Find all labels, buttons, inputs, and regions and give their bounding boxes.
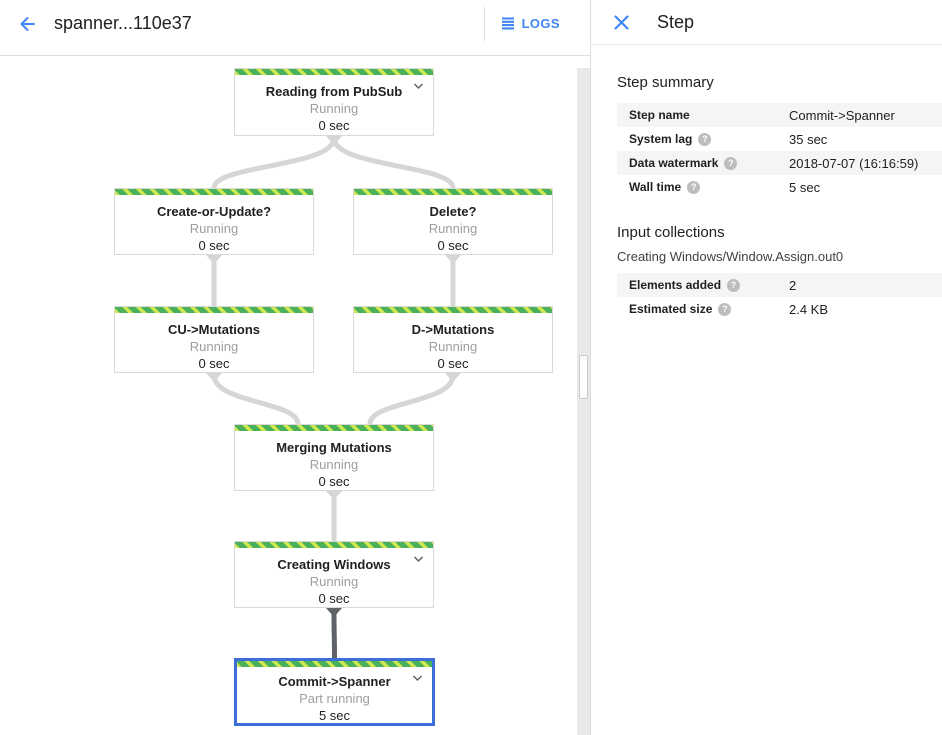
- chevron-down-icon[interactable]: [412, 675, 423, 682]
- graph-node-create-or-update[interactable]: Create-or-Update? Running 0 sec: [114, 188, 314, 255]
- node-status: Running: [309, 457, 359, 472]
- row-value: 2.4 KB: [789, 301, 829, 317]
- node-status: Running: [309, 574, 359, 589]
- edge-arrowhead: [206, 373, 222, 382]
- edge-reading-from-pubsub-to-create-or-update: [211, 135, 337, 191]
- row-label: Elements added: [629, 278, 722, 292]
- edge-arrowhead: [206, 255, 222, 264]
- node-time: 0 sec: [198, 238, 230, 253]
- running-progress-stripe: [354, 189, 552, 195]
- node-status: Running: [428, 339, 478, 354]
- node-status: Running: [428, 221, 478, 236]
- node-title: Reading from PubSub: [265, 84, 403, 99]
- node-time: 0 sec: [437, 238, 469, 253]
- help-icon[interactable]: ?: [687, 180, 701, 194]
- job-title: spanner...110e37: [54, 13, 192, 33]
- node-title: Create-or-Update?: [156, 204, 272, 219]
- node-time: 5 sec: [318, 708, 351, 723]
- running-progress-stripe: [115, 307, 313, 313]
- back-button[interactable]: [14, 11, 40, 37]
- panel-title: Step: [657, 11, 695, 32]
- node-time: 0 sec: [318, 474, 350, 489]
- node-title: Creating Windows: [277, 557, 391, 572]
- running-progress-stripe: [354, 307, 552, 313]
- arrow-back-icon: [20, 16, 35, 31]
- node-title: CU->Mutations: [167, 322, 261, 337]
- job-header: spanner...110e37 LOGS: [0, 0, 590, 56]
- running-progress-stripe: [115, 189, 313, 195]
- edge-arrowhead: [445, 373, 461, 382]
- edge-reading-from-pubsub-to-delete: [331, 135, 456, 191]
- node-title: Delete?: [429, 204, 477, 219]
- running-progress-stripe: [235, 69, 433, 75]
- step-panel-header: Step: [591, 0, 942, 45]
- running-progress-stripe: [235, 542, 433, 548]
- node-title: Merging Mutations: [276, 440, 392, 455]
- graph-node-delete[interactable]: Delete? Running 0 sec: [353, 188, 553, 255]
- row-value: 2018-07-07 (16:16:59): [789, 155, 919, 171]
- row-value: 35 sec: [789, 131, 828, 147]
- node-status: Part running: [299, 691, 370, 706]
- pane-resizer[interactable]: [577, 68, 590, 735]
- running-progress-stripe: [237, 661, 432, 667]
- node-time: 0 sec: [198, 356, 230, 371]
- table-row: Wall time? 5 sec: [617, 175, 942, 199]
- node-time: 0 sec: [318, 591, 350, 606]
- close-button[interactable]: [611, 12, 631, 32]
- row-label: Step name: [629, 108, 690, 122]
- row-label: Data watermark: [629, 156, 719, 170]
- graph-edges: [206, 135, 461, 661]
- step-summary-heading: Step summary: [617, 74, 714, 91]
- help-icon[interactable]: ?: [698, 132, 712, 146]
- logs-label: LOGS: [521, 16, 560, 31]
- edge-arrowhead: [326, 608, 342, 617]
- table-row: Estimated size? 2.4 KB: [617, 297, 942, 321]
- resizer-handle[interactable]: [579, 355, 588, 399]
- node-title: D->Mutations: [411, 322, 495, 337]
- help-icon[interactable]: ?: [724, 156, 738, 170]
- logs-button[interactable]: LOGS: [483, 6, 578, 41]
- help-icon[interactable]: ?: [718, 302, 732, 316]
- row-value: 5 sec: [789, 179, 821, 195]
- running-progress-stripe: [235, 425, 433, 431]
- node-time: 0 sec: [318, 118, 350, 133]
- node-status: Running: [189, 339, 239, 354]
- table-row: Data watermark? 2018-07-07 (16:16:59): [617, 151, 942, 175]
- row-label: Wall time: [629, 180, 682, 194]
- node-time: 0 sec: [437, 356, 469, 371]
- row-value: Commit->Spanner: [789, 107, 895, 123]
- edge-cu-mutations-to-merging-mutations: [211, 372, 301, 427]
- step-panel: Step Step summary Step name Commit->Spann…: [590, 0, 942, 735]
- help-icon[interactable]: ?: [727, 278, 741, 292]
- logs-icon: [501, 17, 514, 30]
- node-status: Running: [309, 101, 359, 116]
- table-row: System lag? 35 sec: [617, 127, 942, 151]
- chevron-down-icon[interactable]: [413, 83, 424, 90]
- edge-arrowhead: [445, 255, 461, 264]
- node-status: Running: [189, 221, 239, 236]
- row-label: System lag: [629, 132, 693, 146]
- close-icon: [613, 14, 629, 30]
- table-row: Step name Commit->Spanner: [617, 103, 942, 127]
- row-value: 2: [789, 277, 797, 293]
- input-collections-heading: Input collections: [617, 224, 725, 241]
- table-row: Elements added? 2: [617, 273, 942, 297]
- node-title: Commit->Spanner: [278, 674, 391, 689]
- edge-d-mutations-to-merging-mutations: [367, 372, 456, 427]
- collection-name: Creating Windows/Window.Assign.out0: [617, 249, 844, 264]
- edge-arrowhead: [326, 491, 342, 500]
- chevron-down-icon[interactable]: [413, 556, 424, 563]
- row-label: Estimated size: [629, 302, 713, 316]
